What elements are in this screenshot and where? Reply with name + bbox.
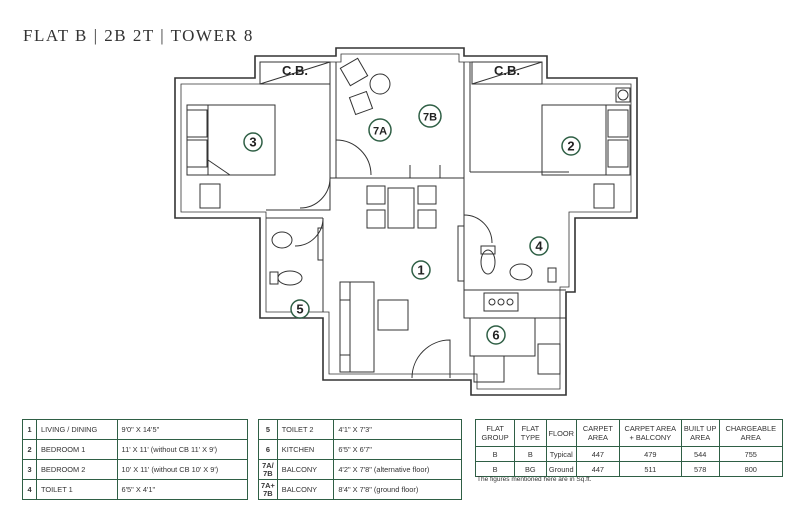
- room-marker-3: 3: [243, 132, 263, 152]
- room-marker-label: 5: [296, 302, 303, 317]
- room-marker-6: 6: [486, 325, 506, 345]
- floor-plan: C.B. C.B. 1 2 3 4 5 6 7A 7B: [174, 47, 638, 396]
- room-marker-label: 2: [567, 139, 574, 154]
- room-size: 6'5" X 6'7": [333, 439, 462, 460]
- area-cell: 447: [575, 461, 620, 477]
- room-num: 6: [258, 439, 278, 460]
- room-marker-4: 4: [529, 236, 549, 256]
- cupboard-label-left: C.B.: [282, 63, 308, 78]
- room-marker-label: 7A: [373, 126, 387, 138]
- area-cell: 479: [618, 446, 682, 462]
- room-marker-5: 5: [290, 299, 310, 319]
- room-name: LIVING / DINING: [36, 419, 118, 440]
- room-num: 2: [22, 439, 37, 460]
- area-cell: 755: [718, 446, 783, 462]
- area-cell: 447: [575, 446, 620, 462]
- area-header: CARPET AREA + BALCONY: [618, 419, 682, 447]
- area-header: FLAT GROUP: [474, 419, 516, 447]
- room-name: BEDROOM 2: [36, 459, 118, 480]
- area-cell: BG: [514, 461, 547, 477]
- room-name: BEDROOM 1: [36, 439, 118, 460]
- room-marker-7b: 7B: [418, 104, 442, 128]
- room-name: KITCHEN: [276, 439, 335, 460]
- area-cell: B: [474, 446, 516, 462]
- page-title: FLAT B | 2B 2T | TOWER 8: [23, 26, 254, 45]
- area-cell: B: [474, 461, 516, 477]
- room-num: 7A+ 7B: [258, 479, 278, 500]
- area-cell: Typical: [545, 446, 577, 462]
- area-cell: 544: [680, 446, 720, 462]
- room-size: 11' X 11' (without CB 11' X 9'): [116, 439, 249, 460]
- room-marker-label: 3: [249, 135, 256, 150]
- room-num: 7A/ 7B: [258, 459, 278, 480]
- area-header: CHARGEABLE AREA: [718, 419, 783, 447]
- room-marker-label: 6: [492, 328, 499, 343]
- room-num: 1: [22, 419, 37, 440]
- room-size: 4'1" X 7'3": [333, 419, 462, 440]
- room-num: 5: [258, 419, 278, 440]
- area-unit-note: The figures mentioned here are in Sq.ft.: [477, 476, 592, 483]
- room-size: 8'4" X 7'8" (ground floor): [333, 479, 462, 500]
- cupboard-label-right: C.B.: [494, 63, 520, 78]
- area-cell: B: [514, 446, 547, 462]
- room-marker-label: 4: [535, 239, 543, 254]
- room-marker-1: 1: [411, 260, 431, 280]
- room-num: 4: [22, 479, 37, 500]
- room-num: 3: [22, 459, 37, 480]
- area-header: BUILT UP AREA: [680, 419, 720, 447]
- area-cell: 578: [680, 461, 720, 477]
- room-size: 10' X 11' (without CB 10' X 9'): [116, 459, 249, 480]
- room-size: 4'2" X 7'8" (alternative floor): [333, 459, 462, 480]
- room-marker-label: 1: [417, 263, 424, 278]
- area-header: FLAT TYPE: [514, 419, 547, 447]
- area-cell: 800: [718, 461, 783, 477]
- area-header: FLOOR: [545, 419, 577, 447]
- room-name: TOILET 2: [276, 419, 335, 440]
- area-cell: Ground: [545, 461, 577, 477]
- room-marker-2: 2: [561, 136, 581, 156]
- area-cell: 511: [618, 461, 682, 477]
- room-marker-7a: 7A: [368, 118, 392, 142]
- room-name: BALCONY: [276, 479, 335, 500]
- room-size: 9'0" X 14'5": [116, 419, 249, 440]
- area-header: CARPET AREA: [575, 419, 620, 447]
- room-name: BALCONY: [276, 459, 335, 480]
- room-name: TOILET 1: [36, 479, 118, 500]
- room-marker-label: 7B: [423, 112, 437, 124]
- room-size: 6'5" X 4'1": [116, 479, 249, 500]
